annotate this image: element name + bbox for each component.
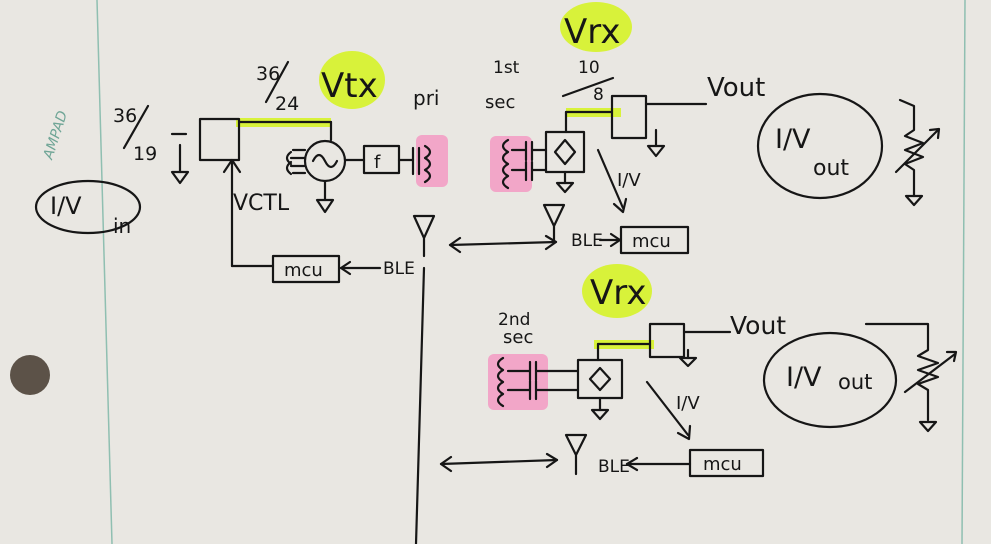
rx1-vout-label: Vout [707, 73, 765, 103]
rx1-section: 1st sec Vrx 10 8 Vout I/V BLE mcu I/V ou… [485, 12, 941, 255]
rx1-mcu-box [619, 225, 690, 255]
io-out-1-sub: out [813, 156, 849, 181]
ratio-tx-den: 24 [275, 93, 299, 115]
binder-hole [10, 355, 50, 395]
filter-label: f [374, 152, 381, 173]
rx2-rectifier-box [576, 358, 624, 400]
rx1-ratio-num: 10 [578, 58, 600, 78]
tx-ble-label: BLE [383, 259, 415, 279]
rx2-regulator-box [648, 322, 686, 359]
tx-rx-link-arrow [448, 234, 558, 254]
vrx2-label: Vrx [590, 273, 646, 313]
ground-symbol [170, 170, 190, 185]
vtx-highlight [319, 51, 385, 109]
io-out-2-bubble [762, 331, 898, 429]
rx1-mcu-label: mcu [632, 231, 671, 252]
rx2-antenna-icon [564, 433, 588, 476]
io-in-label: I/V [50, 192, 82, 220]
ampad-logo: AMPAD [40, 109, 71, 162]
io-in-bubble [34, 179, 142, 235]
tx-regulator-box [198, 117, 241, 162]
tx-antenna-icon [412, 214, 436, 258]
rx2-load-resistor [864, 322, 940, 422]
vtx-label: Vtx [321, 66, 378, 106]
rx1-coil-label-2: sec [485, 92, 515, 113]
rx1-sense-label: I/V [617, 170, 641, 191]
vctl-label: VCTL [233, 191, 290, 216]
ratio-in-den: 19 [133, 143, 157, 165]
sec2-coil-highlight [488, 354, 548, 410]
vrx1-label: Vrx [564, 12, 620, 52]
rx2-coil-label-2: sec [503, 327, 533, 348]
filter-box [362, 144, 401, 175]
rx1-regulator-box [610, 94, 648, 140]
pri-label: pri [413, 86, 439, 110]
vrx2-highlight [582, 264, 652, 318]
tx-mcu-box [271, 254, 341, 284]
tx-mcu-label: mcu [284, 260, 323, 281]
rx1-rectifier-box [544, 130, 586, 174]
vrx1-highlight [560, 2, 632, 52]
rx1-antenna-icon [542, 203, 566, 244]
rx2-mcu-box [688, 448, 765, 478]
io-out-2-label: I/V [786, 362, 822, 393]
rx1-load-resistor [898, 98, 925, 198]
tx-section: I/V in 36 19 36 24 Vtx f pri VCTL mcu [34, 60, 558, 544]
io-out-2-sub: out [838, 370, 872, 394]
sec2-coil [496, 356, 505, 408]
ratio-in-num: 36 [113, 105, 137, 127]
io-out-1-label: I/V [775, 124, 811, 155]
rx2-vout-label: Vout [730, 311, 786, 340]
rx1-ble-label: BLE [571, 231, 603, 251]
rx2-sense-label: I/V [676, 393, 700, 414]
ratio-tx-num: 36 [256, 63, 280, 85]
rx1-coil-label-1: 1st [493, 58, 520, 78]
pri-coil-highlight [416, 135, 448, 187]
rx1-ratio-den: 8 [593, 85, 604, 105]
primary-coil [411, 144, 432, 184]
io-in-sub: in [113, 214, 131, 238]
highlights [236, 2, 654, 410]
rx2-section: 2nd sec Vrx Vout I/V BLE mcu I/V out [439, 273, 958, 478]
sec1-coil [501, 138, 510, 190]
margin-lines [96, 0, 966, 544]
io-out-1-bubble [756, 92, 884, 200]
rx2-coil-label-1: 2nd [498, 310, 530, 330]
rx2-mcu-label: mcu [703, 454, 742, 475]
rx2-link-arrow [439, 452, 559, 473]
rx2-ble-label: BLE [598, 457, 630, 477]
